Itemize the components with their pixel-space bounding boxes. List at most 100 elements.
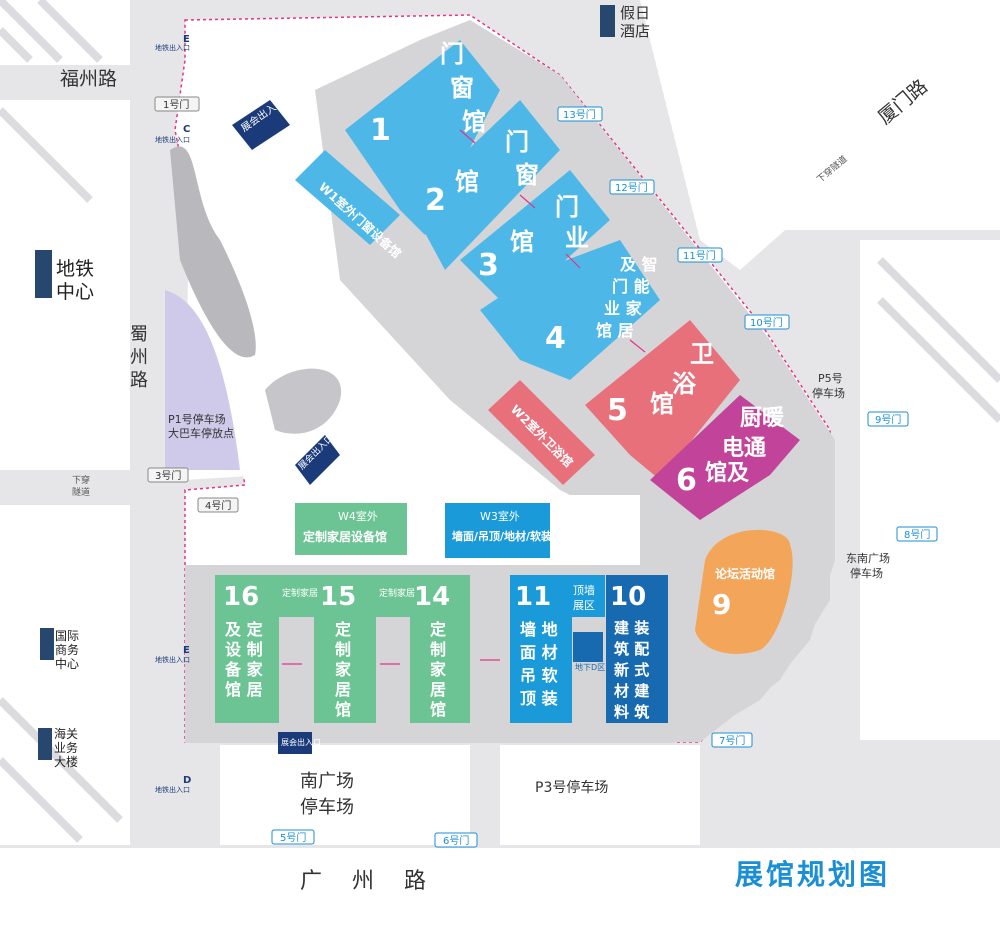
svg-text:隧道: 隧道 (72, 486, 90, 498)
w4-outdoor-hall[interactable]: W4室外 定制家居设备馆 (295, 503, 407, 555)
svg-text:家: 家 (430, 660, 447, 679)
w3-body: 墙面/吊顶/地材/软装馆 (452, 529, 563, 543)
hall-2[interactable]: 门 窗 馆 2 (410, 100, 560, 270)
svg-text:中心: 中心 (56, 281, 94, 303)
metro-exit-d: 地铁出入口 (155, 785, 190, 794)
road-fuzhou: 福州路 (60, 68, 117, 90)
gate-5: 5号门 (280, 831, 306, 844)
svg-text:制: 制 (335, 640, 351, 659)
p1-parking-area (165, 290, 240, 470)
svg-text:E: E (183, 34, 190, 45)
svg-text:E: E (183, 645, 190, 656)
svg-text:C: C (183, 124, 190, 135)
svg-text:停车场: 停车场 (300, 797, 354, 818)
gate-8: 8号门 (904, 528, 930, 541)
svg-text:大巴车停放点: 大巴车停放点 (168, 426, 234, 440)
hall-2-number: 2 (425, 183, 446, 218)
svg-text:窗: 窗 (515, 161, 539, 189)
svg-text:建 装: 建 装 (614, 619, 650, 637)
hall-14[interactable]: 14 定 制 家 居 馆 (410, 575, 470, 723)
w3-top: W3室外 (480, 509, 520, 523)
svg-text:州: 州 (130, 347, 148, 368)
w4-body: 定制家居设备馆 (303, 529, 387, 544)
svg-text:展区: 展区 (573, 599, 595, 612)
hall-6[interactable]: 厨暖 电通 馆及 6 (650, 395, 800, 520)
landmark-intl: 国际 (55, 629, 79, 643)
hall-4[interactable]: 及 智 门 能 业 家 馆 居 4 (480, 240, 660, 380)
hall-1[interactable]: 门 窗 馆 1 (345, 40, 500, 235)
parking-south: 南广场 (300, 771, 354, 792)
zone-dingzhi-b: 定制家居 (379, 587, 415, 599)
hall-16-number: 16 (223, 582, 259, 612)
landmark-hotel: 假日 (620, 4, 650, 22)
gate-6: 6号门 (443, 834, 469, 847)
svg-text:路: 路 (130, 370, 148, 391)
svg-text:料 筑: 料 筑 (614, 703, 649, 721)
svg-text:业务: 业务 (54, 740, 78, 755)
hall-9-name: 论坛活动馆 (715, 566, 775, 581)
svg-text:定: 定 (429, 620, 446, 639)
gate-11: 11号门 (683, 249, 716, 262)
hall-11-number: 11 (515, 582, 551, 612)
hall-10[interactable]: 10 建 装 筑 配 新 式 材 建 料 筑 (606, 575, 668, 723)
svg-text:及 定: 及 定 (225, 620, 263, 639)
svg-text:馆: 馆 (510, 228, 534, 256)
metro-exit-e2: 地铁出入口 (155, 655, 190, 664)
entrance-south[interactable]: 展会出入口 (278, 732, 321, 754)
hall-15-number: 15 (320, 582, 356, 612)
svg-text:制: 制 (430, 640, 446, 659)
svg-text:D: D (183, 775, 191, 786)
gate-3: 3号门 (155, 469, 181, 482)
svg-text:馆 居: 馆 居 (225, 680, 263, 699)
guangzhou-road-strip (0, 848, 1000, 925)
gate-7: 7号门 (719, 734, 745, 747)
svg-text:窗: 窗 (450, 74, 474, 102)
landmark-metro-center: 地铁 (56, 258, 94, 280)
hall-1-number: 1 (370, 113, 391, 148)
svg-text:展会出入口: 展会出入口 (281, 737, 321, 747)
svg-text:卫: 卫 (690, 340, 714, 368)
svg-text:馆: 馆 (335, 700, 351, 719)
road-guangzhou: 广州路 (300, 869, 456, 894)
svg-text:设 制: 设 制 (225, 640, 263, 659)
hall-1-name-1: 门 (440, 40, 464, 68)
parking-p1: P1号停车场 (168, 412, 226, 426)
parking-southeast: 东南广场 (846, 551, 890, 565)
svg-text:业: 业 (565, 224, 589, 252)
svg-text:浴: 浴 (672, 370, 697, 398)
svg-text:大楼: 大楼 (54, 754, 78, 769)
svg-text:中心: 中心 (55, 656, 79, 671)
hall-11[interactable]: 11 墙 地 面 材 吊 软 顶 装 (510, 575, 572, 723)
hall-5-number: 5 (607, 393, 628, 428)
hall-5[interactable]: 卫 浴 馆 5 (585, 320, 740, 480)
w3-outdoor-hall[interactable]: W3室外 墙面/吊顶/地材/软装馆 (445, 503, 563, 558)
hall-9[interactable]: 论坛活动馆 9 (695, 529, 793, 654)
svg-text:馆及: 馆及 (705, 460, 750, 486)
underground-d[interactable]: 地下D区 (573, 632, 605, 672)
svg-text:门: 门 (555, 193, 579, 221)
hall-10-number: 10 (610, 582, 646, 612)
svg-text:筑 配: 筑 配 (613, 640, 649, 658)
gate-9: 9号门 (875, 413, 901, 426)
w4-top: W4室外 (338, 509, 378, 523)
svg-text:居: 居 (430, 680, 446, 699)
hall-3-number: 3 (478, 248, 499, 283)
svg-text:厨暖: 厨暖 (740, 406, 785, 431)
parking-p5: P5号 (818, 372, 843, 385)
metro-exit-c: 地铁出入口 (155, 135, 190, 144)
gate-10: 10号门 (750, 316, 783, 329)
svg-text:馆: 馆 (462, 108, 486, 136)
svg-text:定: 定 (334, 620, 351, 639)
svg-text:馆 居: 馆 居 (596, 321, 634, 340)
svg-text:业 家: 业 家 (604, 299, 643, 318)
svg-text:吊 软: 吊 软 (520, 666, 558, 685)
underpass-w: 下穿 (72, 474, 90, 486)
metro-exit-e1: 地铁出入口 (155, 43, 190, 52)
landmark-customs: 海关 (54, 726, 78, 741)
svg-text:酒店: 酒店 (620, 22, 650, 40)
hall-15[interactable]: 15 定 制 家 居 馆 (314, 575, 376, 723)
hall-3[interactable]: 门 业 馆 3 (460, 170, 610, 310)
hall-16[interactable]: 16 及 定 设 制 备 家 馆 居 (215, 575, 279, 723)
svg-text:及 智: 及 智 (620, 255, 658, 274)
